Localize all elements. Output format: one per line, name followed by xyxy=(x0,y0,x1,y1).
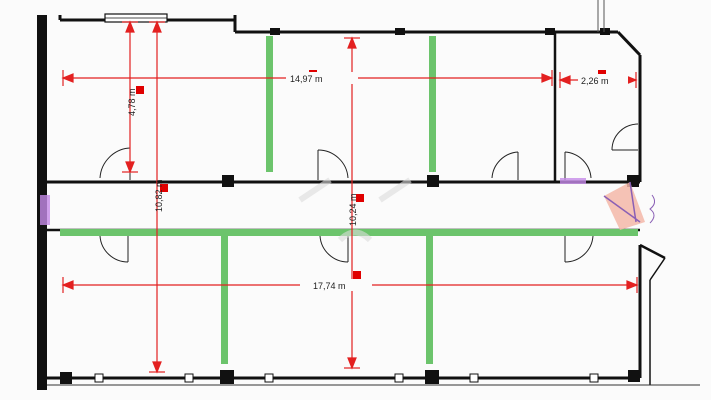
markers xyxy=(136,70,606,279)
door-swing-icon xyxy=(564,151,592,180)
bottom-width-label: 17,74 m xyxy=(313,281,346,291)
dimension-labels: 14,97 m 2,26 m 17,74 m 4,78 m 10,82 m 10… xyxy=(127,72,628,291)
door-swing-icon xyxy=(99,147,131,180)
small-room-width-label: 2,26 m xyxy=(581,76,609,86)
door-swing-icon xyxy=(319,235,349,263)
top-height-label: 4,78 m xyxy=(127,88,137,116)
left-entry-highlight xyxy=(40,195,50,225)
red-square-marker xyxy=(160,184,168,192)
column-2 xyxy=(427,175,439,187)
partition-top-1 xyxy=(266,36,273,172)
partition-top-2 xyxy=(429,36,436,172)
door-swing-icon xyxy=(491,151,519,180)
red-square-marker xyxy=(356,194,364,202)
red-square-marker xyxy=(353,271,361,279)
column-1 xyxy=(222,175,234,187)
red-square-marker xyxy=(136,86,144,94)
doors xyxy=(99,123,639,263)
right-entry-highlight xyxy=(603,181,656,230)
door-swing-icon xyxy=(611,123,639,151)
left-height-label: 10,82 m xyxy=(154,179,164,212)
bottom-exterior-wall xyxy=(47,243,700,386)
door-swing-icon xyxy=(564,235,594,263)
center-height-label: 10,24 m xyxy=(348,193,358,226)
partition-bottom-2 xyxy=(426,236,433,364)
watermark xyxy=(298,177,412,243)
top-exterior-wall xyxy=(58,0,642,182)
corridor-walls xyxy=(40,175,640,232)
partition-bottom-1 xyxy=(221,236,228,364)
door-swing-icon xyxy=(317,149,349,180)
door-swing-icon xyxy=(99,235,129,263)
top-width-label: 14,97 m xyxy=(290,74,323,84)
corridor-door-highlight xyxy=(560,178,586,184)
